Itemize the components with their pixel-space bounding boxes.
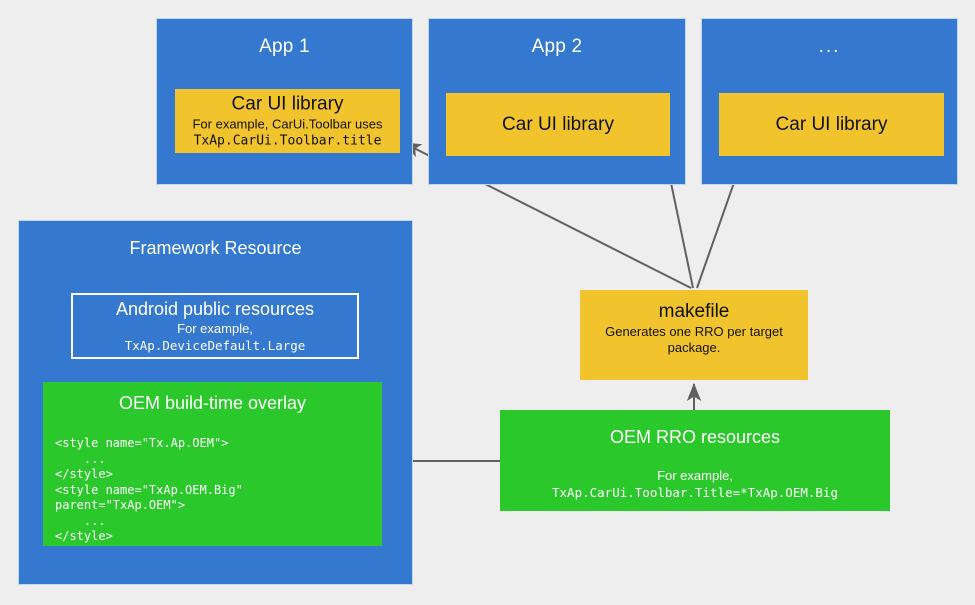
makefile-heading: makefile xyxy=(658,300,730,322)
oem-build-time-overlay-heading: OEM build-time overlay xyxy=(118,393,307,413)
framework-resource-title: Framework Resource xyxy=(129,238,302,258)
car-ui-library-box-3[interactable]: Car UI library xyxy=(719,93,944,156)
android-public-resources-box[interactable]: Android public resources For example, Tx… xyxy=(71,293,359,359)
car-ui-library-heading-3: Car UI library xyxy=(775,113,888,135)
makefile-box[interactable]: makefile Generates one RRO per target pa… xyxy=(580,290,808,380)
car-ui-library-subtitle-1: For example, CarUi.Toolbar uses xyxy=(192,116,383,132)
android-public-resources-heading: Android public resources xyxy=(115,299,315,319)
car-ui-library-box-2[interactable]: Car UI library xyxy=(446,93,670,156)
oem-rro-resources-box[interactable]: OEM RRO resources For example, TxAp.CarU… xyxy=(500,410,890,511)
oem-build-time-overlay-code: <style name="Tx.Ap.OEM"> ... </style> <s… xyxy=(55,436,243,543)
car-ui-library-heading-1: Car UI library xyxy=(231,93,344,115)
oem-rro-resources-subtitle: For example, xyxy=(657,468,733,483)
app-container-2: App 2 Car UI library xyxy=(428,18,686,185)
framework-resource-container: Framework Resource Android public resour… xyxy=(18,220,413,585)
car-ui-library-box-1[interactable]: Car UI library For example, CarUi.Toolba… xyxy=(175,89,400,153)
oem-rro-resources-heading: OEM RRO resources xyxy=(609,427,781,447)
app-title-2: App 2 xyxy=(531,36,583,57)
car-ui-library-heading-2: Car UI library xyxy=(502,113,614,135)
makefile-subtitle: Generates one RRO per target package. xyxy=(605,323,783,355)
oem-rro-resources-code: TxAp.CarUi.Toolbar.Title=*TxAp.OEM.Big xyxy=(552,485,838,500)
android-public-resources-subtitle: For example, xyxy=(177,321,253,336)
app-container-1: App 1 Car UI library For example, CarUi.… xyxy=(156,18,413,185)
app-title-1: App 1 xyxy=(259,36,310,57)
app-title-3: ... xyxy=(818,36,841,57)
car-ui-library-code-1: TxAp.CarUi.Toolbar.title xyxy=(193,133,382,149)
android-public-resources-code: TxAp.DeviceDefault.Large xyxy=(124,338,306,353)
app-container-3: ... Car UI library xyxy=(701,18,958,185)
oem-build-time-overlay-box[interactable]: OEM build-time overlay <style name="Tx.A… xyxy=(43,382,382,546)
